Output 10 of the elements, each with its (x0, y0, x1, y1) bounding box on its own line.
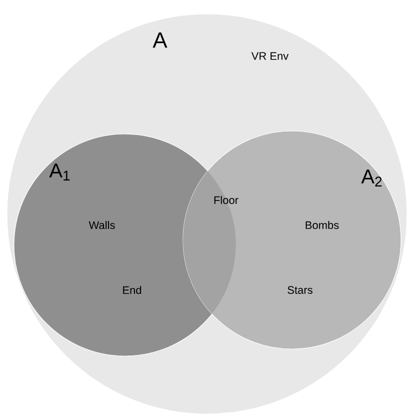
item-label: Bombs (306, 220, 339, 230)
item-label: Stars (288, 286, 312, 294)
set-label: A (152, 32, 168, 48)
set-label: A$_{2}$ (361, 170, 382, 186)
item-label: Walls (88, 220, 115, 230)
set-label: A$_{1}$ (49, 164, 70, 180)
item-label: Floor (214, 196, 238, 204)
node-label: VR Env (251, 52, 289, 60)
circle (182, 130, 402, 350)
item-label: End (123, 286, 142, 294)
